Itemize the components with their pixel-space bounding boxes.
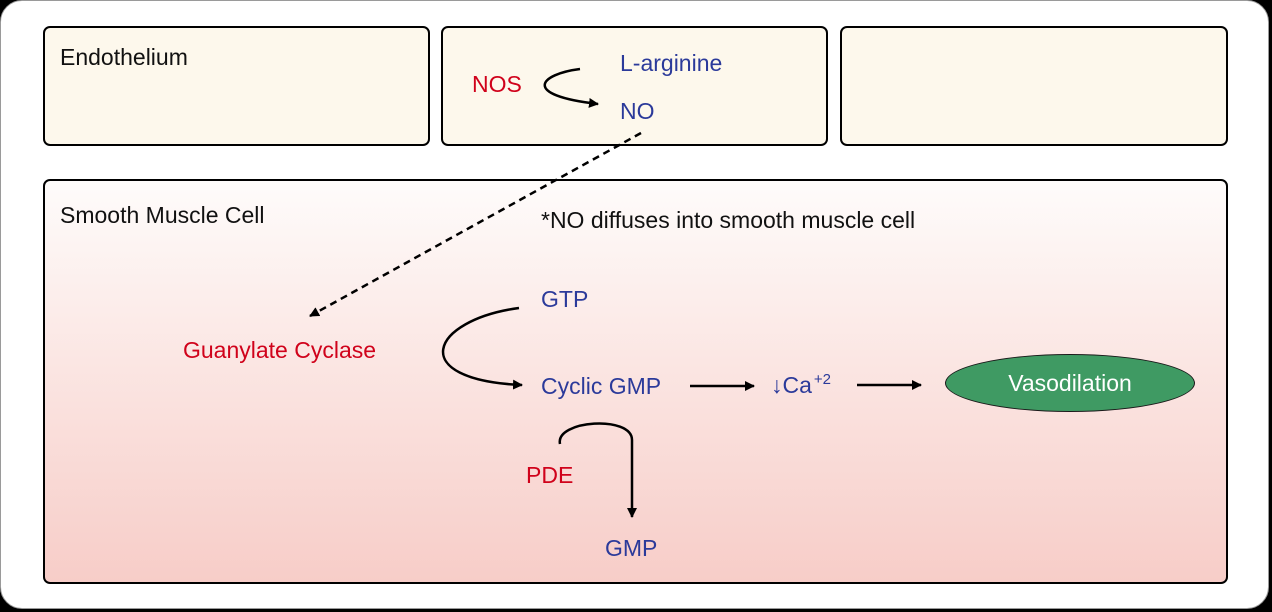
diffusion-note: *NO diffuses into smooth muscle cell (541, 207, 916, 233)
vasodilation-ellipse (945, 354, 1195, 412)
l-arginine-label: L-arginine (620, 50, 723, 76)
smooth-muscle-cell-label: Smooth Muscle Cell (60, 202, 265, 228)
nos-label: NOS (472, 71, 522, 97)
gmp-label: GMP (605, 535, 658, 561)
endothelium-label: Endothelium (60, 44, 188, 70)
guanylate-cyclase-label: Guanylate Cyclase (183, 337, 377, 363)
no-label: NO (620, 98, 655, 124)
gtp-label: GTP (541, 286, 589, 312)
pde-label: PDE (526, 462, 574, 488)
calcium-label: ↓Ca+2 (771, 371, 832, 398)
vasodilation-label: Vasodilation (1008, 370, 1132, 396)
cyclic-gmp-label: Cyclic GMP (541, 373, 662, 399)
empty-box (840, 26, 1228, 146)
calcium-charge: +2 (813, 371, 832, 388)
calcium-text: ↓Ca (771, 372, 812, 398)
endothelium-box (43, 26, 430, 146)
